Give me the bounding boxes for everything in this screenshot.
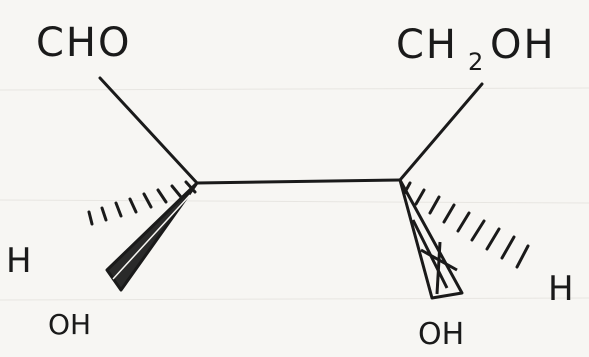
left-hashed-atom-label: H <box>6 241 32 281</box>
right-top-group-subscript: 2 <box>468 48 483 76</box>
right-top-group-oh: OH <box>490 22 556 68</box>
bond-cho-to-c2 <box>98 76 199 185</box>
left-top-group-label: CHO <box>36 20 132 66</box>
paper-texture <box>0 87 589 301</box>
right-hashed-atom-label: H <box>548 269 574 309</box>
left-wedge-group-label: OH <box>48 308 91 341</box>
right-top-group-ch: CH <box>396 22 458 68</box>
right-wedge-group-label: OH <box>418 317 464 352</box>
left-hashed-bond <box>87 180 197 226</box>
bond-c3-to-ch2oh <box>398 82 484 182</box>
left-wedge-bond <box>105 181 199 292</box>
bond-c2-to-c3 <box>195 178 402 185</box>
right-hashed-bond <box>402 181 530 269</box>
right-wedge-bond <box>398 178 464 300</box>
right-top-group-label: CH 2 OH <box>396 22 556 76</box>
